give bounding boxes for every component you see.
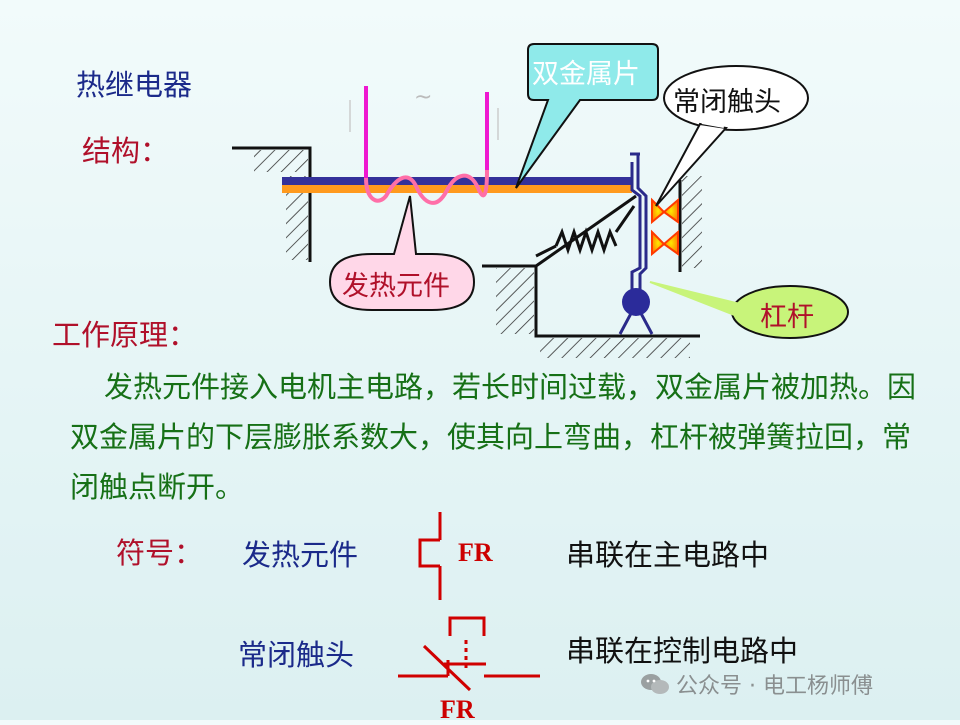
callout-heater bbox=[328, 195, 476, 311]
heater-wave-mark: ~ bbox=[414, 85, 432, 110]
base-mount bbox=[482, 194, 700, 358]
principle-label: 工作原理： bbox=[52, 318, 198, 352]
symbol-label: 符号： bbox=[116, 536, 204, 570]
symbol-contact-code: FR bbox=[440, 695, 475, 724]
wechat-icon bbox=[641, 674, 669, 694]
watermark-text: 公众号 · 电工杨师傅 bbox=[676, 674, 873, 699]
nc-contact-lower bbox=[651, 229, 679, 257]
heater-element: ~ bbox=[349, 85, 499, 205]
page-title: 热继电器 bbox=[76, 68, 193, 102]
callout-lever-text: 杠杆 bbox=[760, 302, 814, 333]
symbol-contact-desc: 串联在控制电路中 bbox=[566, 634, 799, 668]
callout-nc-contact bbox=[655, 65, 809, 207]
right-wall-mount bbox=[678, 176, 702, 272]
nc-contact-upper bbox=[651, 197, 679, 225]
symbol-contact-name: 常闭触头 bbox=[238, 638, 355, 672]
symbol-nc-contact bbox=[398, 616, 540, 692]
watermark: 公众号 · 电工杨师傅 bbox=[640, 668, 873, 700]
callout-heater-text: 发热元件 bbox=[342, 271, 450, 302]
callout-nc-contact-text: 常闭触头 bbox=[673, 87, 781, 118]
structure-label: 结构： bbox=[82, 134, 170, 168]
bimetal-strip bbox=[282, 177, 632, 193]
lever-assembly bbox=[630, 152, 648, 294]
symbol-heater-desc: 串联在主电路中 bbox=[566, 538, 770, 572]
callout-lever bbox=[649, 281, 849, 339]
symbol-heater-element bbox=[418, 512, 442, 600]
callout-bimetal-text: 双金属片 bbox=[532, 59, 640, 90]
left-wall-mount bbox=[232, 146, 312, 262]
symbol-heater-name: 发热元件 bbox=[242, 538, 359, 572]
symbol-heater-code: FR bbox=[458, 538, 493, 567]
lever-pivot bbox=[618, 288, 654, 335]
callout-bimetal bbox=[515, 43, 659, 189]
principle-text: 发热元件接入电机主电路，若长时间过载，双金属片被加热。因双金属片的下层膨胀系数大… bbox=[70, 370, 917, 504]
